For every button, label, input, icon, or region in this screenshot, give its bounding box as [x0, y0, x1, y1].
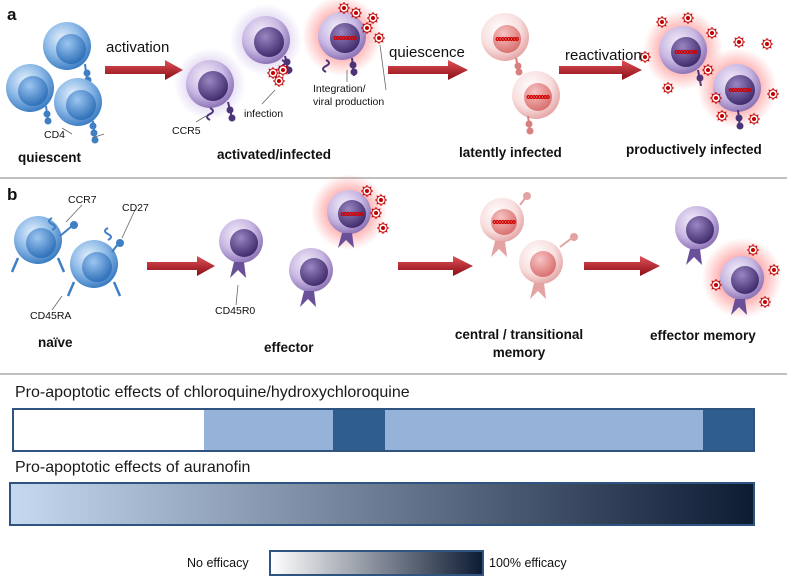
bar-chloroquine-segment-4: [385, 410, 703, 450]
activated-cell-1: [174, 48, 246, 122]
arrow-naive-effector: [147, 256, 215, 276]
effector-cell-2: [289, 248, 333, 307]
bar-chloroquine-segment-3: [333, 410, 385, 450]
bar-title-auranofin: Pro-apoptotic effects of auranofin: [15, 459, 251, 476]
bar-auranofin: [9, 482, 755, 526]
arrow-memory-effmemory: [584, 256, 660, 276]
arrow-label-activation: activation: [106, 39, 170, 56]
naive-cell-1: [10, 216, 78, 273]
quiescent-cell-2: [6, 64, 54, 125]
latent-cell-2: [512, 71, 560, 135]
memory-cell-2: [519, 233, 578, 299]
naive-cell-2: [66, 227, 124, 297]
marker-viral-production: viral production: [313, 96, 385, 108]
marker-infection: infection: [244, 108, 284, 120]
marker-cd27: CD27: [122, 202, 149, 214]
stage-activated-infected: activated/infected: [217, 147, 332, 162]
memory-cell-1: [480, 192, 531, 257]
quiescent-cell-1: [43, 22, 92, 84]
marker-cd4: CD4: [44, 129, 66, 141]
activated-cell-2: [230, 4, 302, 76]
stage-central-transitional: central / transitional: [454, 327, 584, 342]
effector-cell-1: [219, 219, 263, 278]
arrow-activation: [105, 60, 183, 80]
bar-chloroquine-segment-1: [14, 410, 204, 450]
arrow-reactivation: [559, 60, 642, 80]
bar-title-chloroquine: Pro-apoptotic effects of chloroquine/hyd…: [15, 384, 410, 401]
stage-quiescent: quiescent: [18, 150, 82, 165]
arrow-label-quiescence: quiescence: [389, 44, 465, 61]
integration-cell: [302, 0, 382, 77]
quiescent-cell-3: [54, 78, 102, 144]
panel-b-letter: b: [7, 185, 18, 204]
bar-chloroquine: [12, 408, 755, 452]
stage-memory: memory: [492, 345, 546, 360]
bar-chloroquine-segment-5: [703, 410, 753, 450]
effector-memory-cell-2: [702, 238, 782, 318]
marker-cd45ra: CD45RA: [30, 310, 72, 322]
legend-low-label: No efficacy: [187, 556, 249, 570]
arrow-quiescence: [388, 60, 468, 80]
legend-gradient-bar: [269, 550, 484, 576]
effector-memory-cell-1: [675, 206, 719, 265]
marker-ccr7: CCR7: [68, 194, 97, 206]
legend-high-label: 100% efficacy: [489, 556, 567, 570]
stage-effector-memory: effector memory: [650, 328, 756, 343]
stage-latently-infected: latently infected: [459, 145, 562, 160]
stage-naive: naïve: [38, 335, 73, 350]
panel-a-letter: a: [7, 5, 17, 24]
marker-ccr5: CCR5: [172, 125, 201, 137]
latent-cell-1: [481, 13, 529, 76]
marker-integration: Integration/: [313, 83, 366, 95]
arrow-label-reactivation: reactivation: [565, 47, 642, 64]
bar-chloroquine-segment-2: [204, 410, 333, 450]
arrow-effector-memory: [398, 256, 473, 276]
stage-productively-infected: productively infected: [626, 142, 762, 157]
productive-cell-2: [697, 48, 777, 130]
marker-cd45r0: CD45R0: [215, 305, 256, 317]
stage-effector: effector: [264, 340, 314, 355]
